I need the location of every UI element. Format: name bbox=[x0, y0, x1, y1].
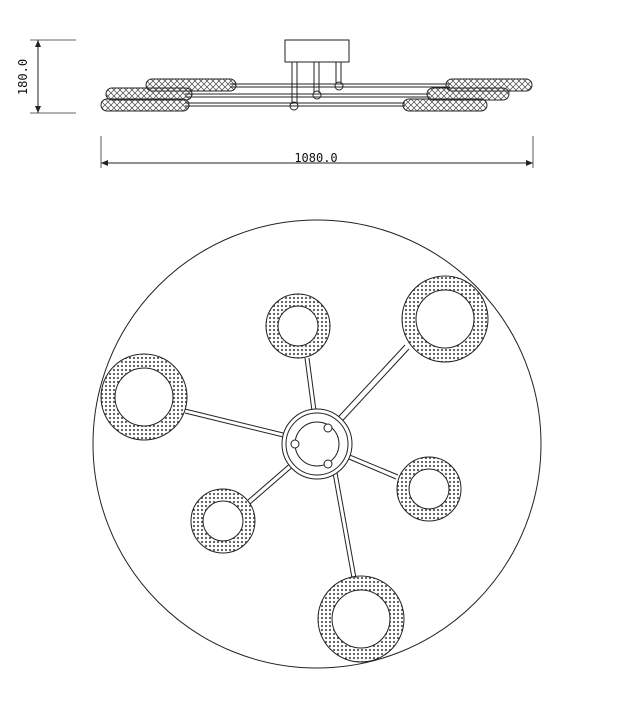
crystal-ring-bottom-left bbox=[190, 488, 256, 554]
ceiling-canopy bbox=[284, 39, 350, 63]
height-dimension: 180.0 bbox=[16, 39, 76, 114]
crystal-ring-top-right bbox=[401, 275, 489, 363]
crystal-ring-bottom bbox=[317, 575, 405, 663]
side-view: 180.0 bbox=[16, 39, 534, 168]
stems bbox=[289, 62, 344, 111]
crystal-ring-top bbox=[265, 293, 331, 359]
height-dimension-label: 180.0 bbox=[16, 59, 30, 95]
crystal-ring-left bbox=[100, 353, 188, 441]
side-arms bbox=[185, 83, 450, 107]
center-hub bbox=[281, 408, 353, 480]
width-dimension-label: 1080.0 bbox=[294, 151, 337, 165]
crystal-ring-right bbox=[396, 456, 462, 522]
top-view bbox=[92, 219, 542, 669]
side-crystal-bars bbox=[100, 78, 533, 112]
width-dimension: 1080.0 bbox=[100, 136, 534, 168]
outer-boundary-circle bbox=[92, 219, 542, 669]
